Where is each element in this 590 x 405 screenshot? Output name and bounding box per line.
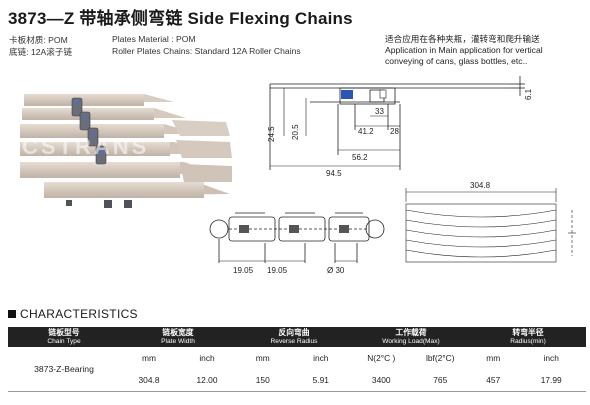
chain-type-cell: 3873-Z-Bearing <box>8 347 120 392</box>
heading-square-icon <box>8 310 16 318</box>
characteristics-heading: CHARACTERISTICS <box>8 307 138 321</box>
table-row: 304.8 12.00 150 5.91 3400 765 457 17.99 <box>8 369 586 392</box>
dim-pitch-1: 19.05 <box>233 266 254 275</box>
unit-cell: mm <box>486 353 501 363</box>
unit-cell: N(2°C ) <box>367 353 396 363</box>
value-cell: 765 <box>410 369 470 392</box>
unit-cell: mm <box>142 353 156 363</box>
dim-304-8: 304.8 <box>470 181 491 190</box>
dim-33: 33 <box>375 107 384 116</box>
dim-41-2: 41.2 <box>358 127 374 136</box>
value-cell: 150 <box>236 369 290 392</box>
dim-6-1: 6.1 <box>524 88 533 100</box>
unit-cell: inch <box>199 353 215 363</box>
unit-cell: lbf(2°C) <box>426 353 455 363</box>
table-units-row: 3873-Z-Bearing mm inch mm inch N(2°C ) l… <box>8 347 586 392</box>
dim-56-2: 56.2 <box>352 153 368 162</box>
page-title: 3873—Z 带轴承侧弯链 Side Flexing Chains <box>8 9 353 28</box>
material-en: Plates Material : POM <box>112 34 196 44</box>
unit-cell: inch <box>543 353 559 363</box>
value-cell: 5.91 <box>289 369 352 392</box>
value-cell: 304.8 <box>120 369 178 392</box>
application-description: 适合应用在各种夹瓶，灌转弯和爬升输送 Application in Main a… <box>385 34 585 68</box>
dim-28: 28 <box>390 127 399 136</box>
dim-20-5: 20.5 <box>291 124 300 140</box>
value-cell: 12.00 <box>178 369 236 392</box>
material-cn: 卡板材质: POM <box>9 35 68 45</box>
watermark-text: CSTRANS <box>22 134 149 159</box>
description-en-line2: conveying of cans, glass bottles, etc.. <box>385 56 528 67</box>
dim-diameter: Ø 30 <box>327 266 345 275</box>
value-cell: 457 <box>470 369 517 392</box>
description-en-line1: Application in Main application for vert… <box>385 45 543 56</box>
dim-24-5: 24.5 <box>267 126 276 142</box>
dim-pitch-2: 19.05 <box>267 266 288 275</box>
value-cell: 3400 <box>352 369 411 392</box>
side-profile-drawing: 33 41.2 28 56.2 94.5 24.5 20.5 6.1 <box>267 76 533 178</box>
chain-en: Roller Plates Chains: Standard 12A Rolle… <box>112 46 301 56</box>
unit-cell: inch <box>313 353 329 363</box>
value-cell: 17.99 <box>516 369 586 392</box>
pitch-top-view-drawing: 19.05 19.05 Ø 30 <box>209 212 385 275</box>
plate-width-drawing: 304.8 <box>405 181 576 263</box>
chain-cn: 底链: 12A滚子链 <box>9 47 73 57</box>
characteristics-heading-text: CHARACTERISTICS <box>20 307 138 321</box>
dim-94-5: 94.5 <box>326 169 342 178</box>
unit-cell: mm <box>255 353 270 363</box>
chain-product-photo: CSTRANS <box>20 94 232 208</box>
description-cn: 适合应用在各种夹瓶，灌转弯和爬升输送 <box>385 34 540 44</box>
